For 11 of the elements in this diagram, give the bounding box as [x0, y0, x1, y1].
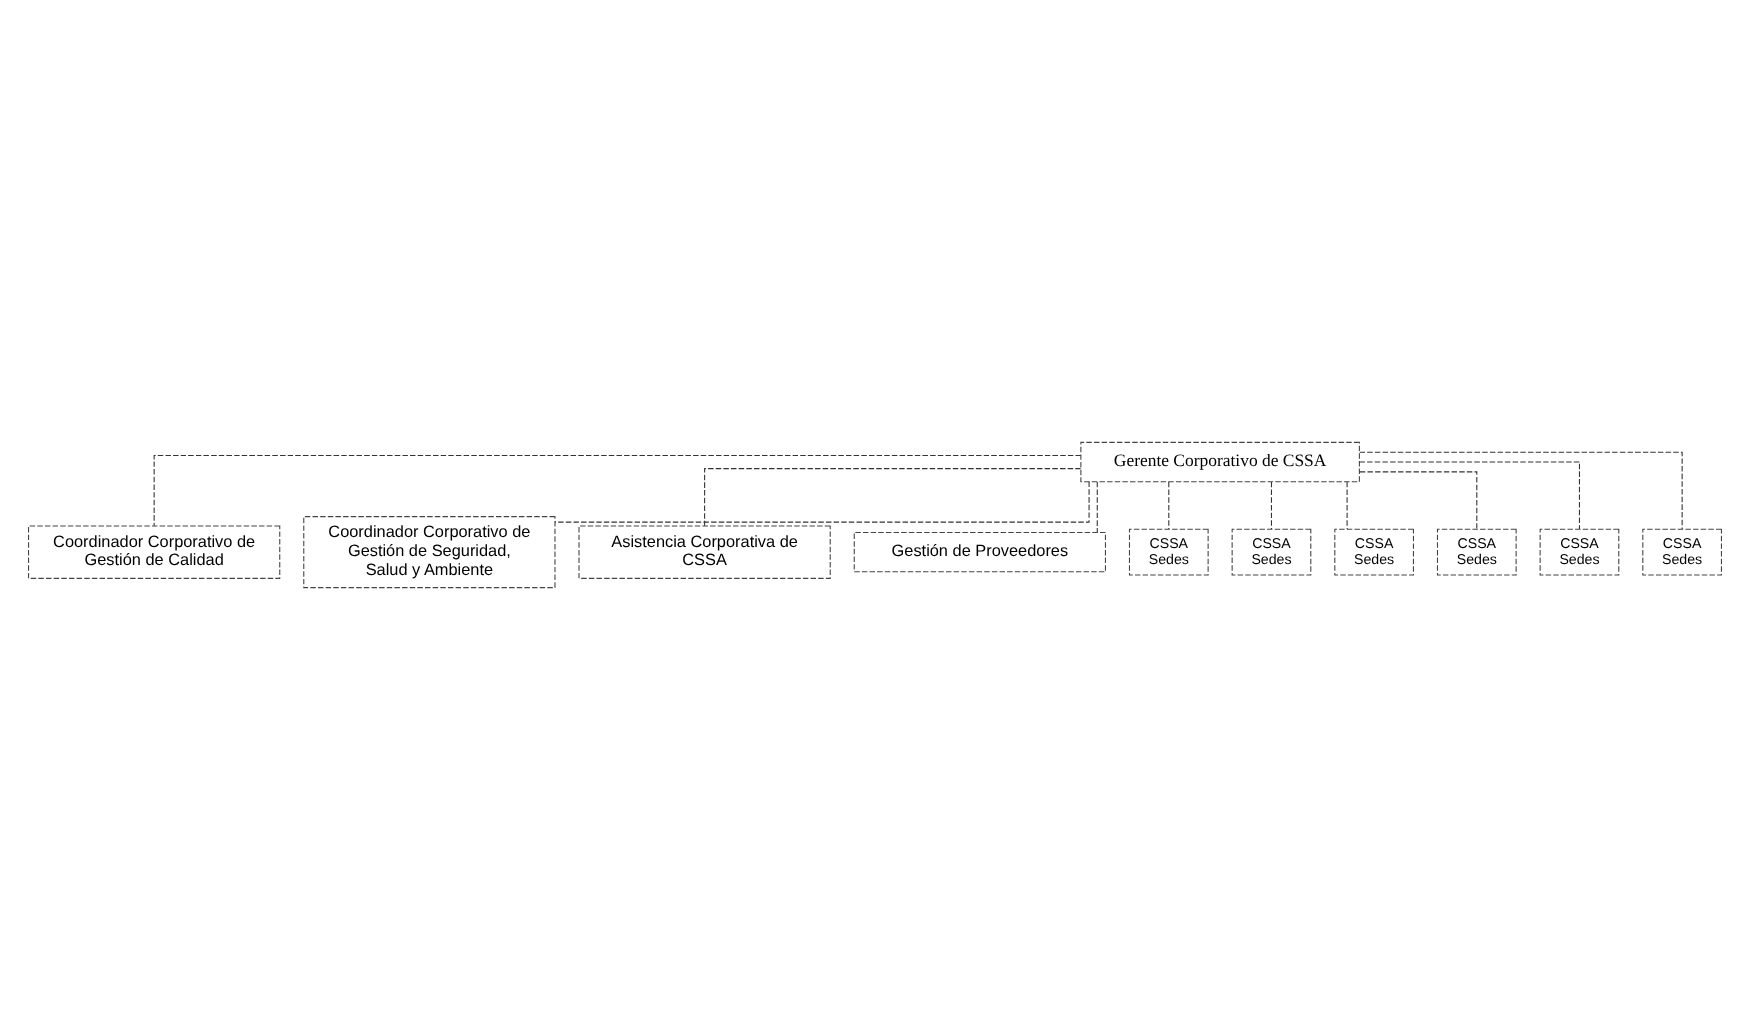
connector [1359, 460, 1580, 529]
connector [1168, 480, 1170, 529]
node-box: Gerente Corporativo de CSSA [1080, 440, 1360, 482]
connector [554, 480, 1090, 522]
connector [1346, 480, 1348, 529]
connector [1359, 450, 1683, 529]
connector [704, 467, 1082, 526]
connector [153, 453, 1082, 526]
connector [1096, 480, 1098, 532]
connector [1270, 480, 1272, 529]
connector [1359, 470, 1478, 529]
